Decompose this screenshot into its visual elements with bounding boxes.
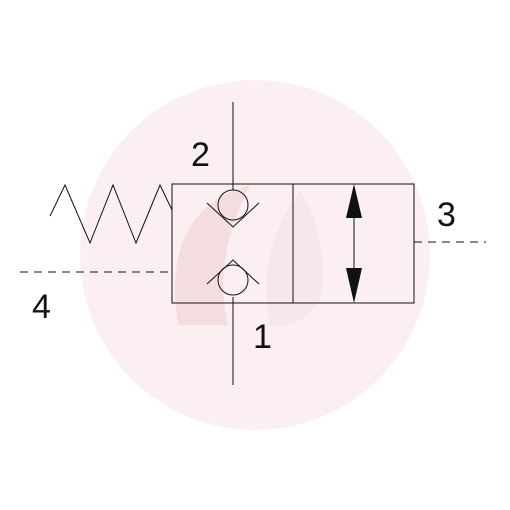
port-3-label: 3: [437, 196, 456, 234]
watermark-logo: [80, 80, 430, 430]
port-2-label: 2: [191, 136, 210, 174]
check-valve-icon: [206, 259, 260, 296]
double-arrow-icon: [346, 184, 362, 303]
check-valve-icon: [206, 189, 260, 228]
spring-icon: [49, 183, 173, 245]
port-1-label: 1: [253, 318, 272, 356]
port-4-label: 4: [32, 288, 51, 326]
